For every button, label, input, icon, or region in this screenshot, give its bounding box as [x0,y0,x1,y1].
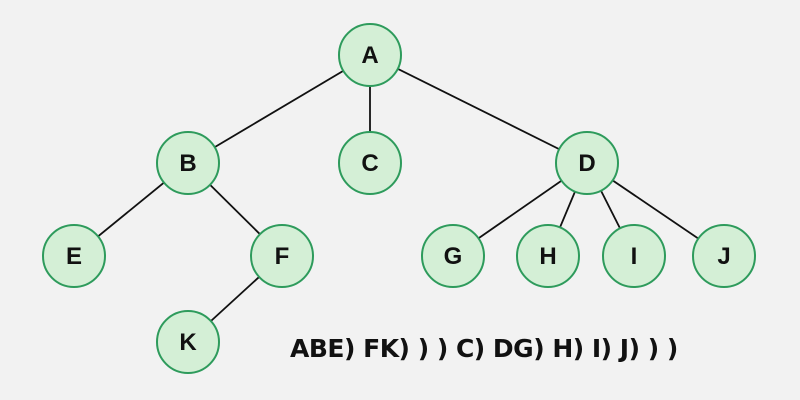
serialized-tree-text: ABE) FK) ) ) C) DG) H) I) J) ) ) [290,334,678,363]
node-label: I [631,243,638,270]
node-label: G [444,243,463,270]
node-C: C [338,131,402,195]
node-B: B [156,131,220,195]
node-label: D [578,150,595,177]
node-circle [421,224,485,288]
node-I: I [602,224,666,288]
node-E: E [42,224,106,288]
node-circle [250,224,314,288]
node-F: F [250,224,314,288]
node-label: E [66,243,82,270]
node-K: K [156,310,220,374]
node-circle [156,310,220,374]
node-label: B [179,150,196,177]
node-circle [42,224,106,288]
node-H: H [516,224,580,288]
node-circle [692,224,756,288]
node-label: K [179,329,197,356]
node-circle [338,131,402,195]
node-circle [156,131,220,195]
node-G: G [421,224,485,288]
edge-A-B [187,54,371,164]
node-label: A [361,42,378,69]
edge-A-D [369,54,588,164]
node-A: A [338,23,402,87]
node-D: D [555,131,619,195]
node-circle [602,224,666,288]
node-label: H [539,243,556,270]
node-J: J [692,224,756,288]
node-label: F [275,243,290,270]
node-circle [338,23,402,87]
node-circle [555,131,619,195]
node-label: J [717,243,730,270]
node-label: C [361,150,378,177]
node-circle [516,224,580,288]
